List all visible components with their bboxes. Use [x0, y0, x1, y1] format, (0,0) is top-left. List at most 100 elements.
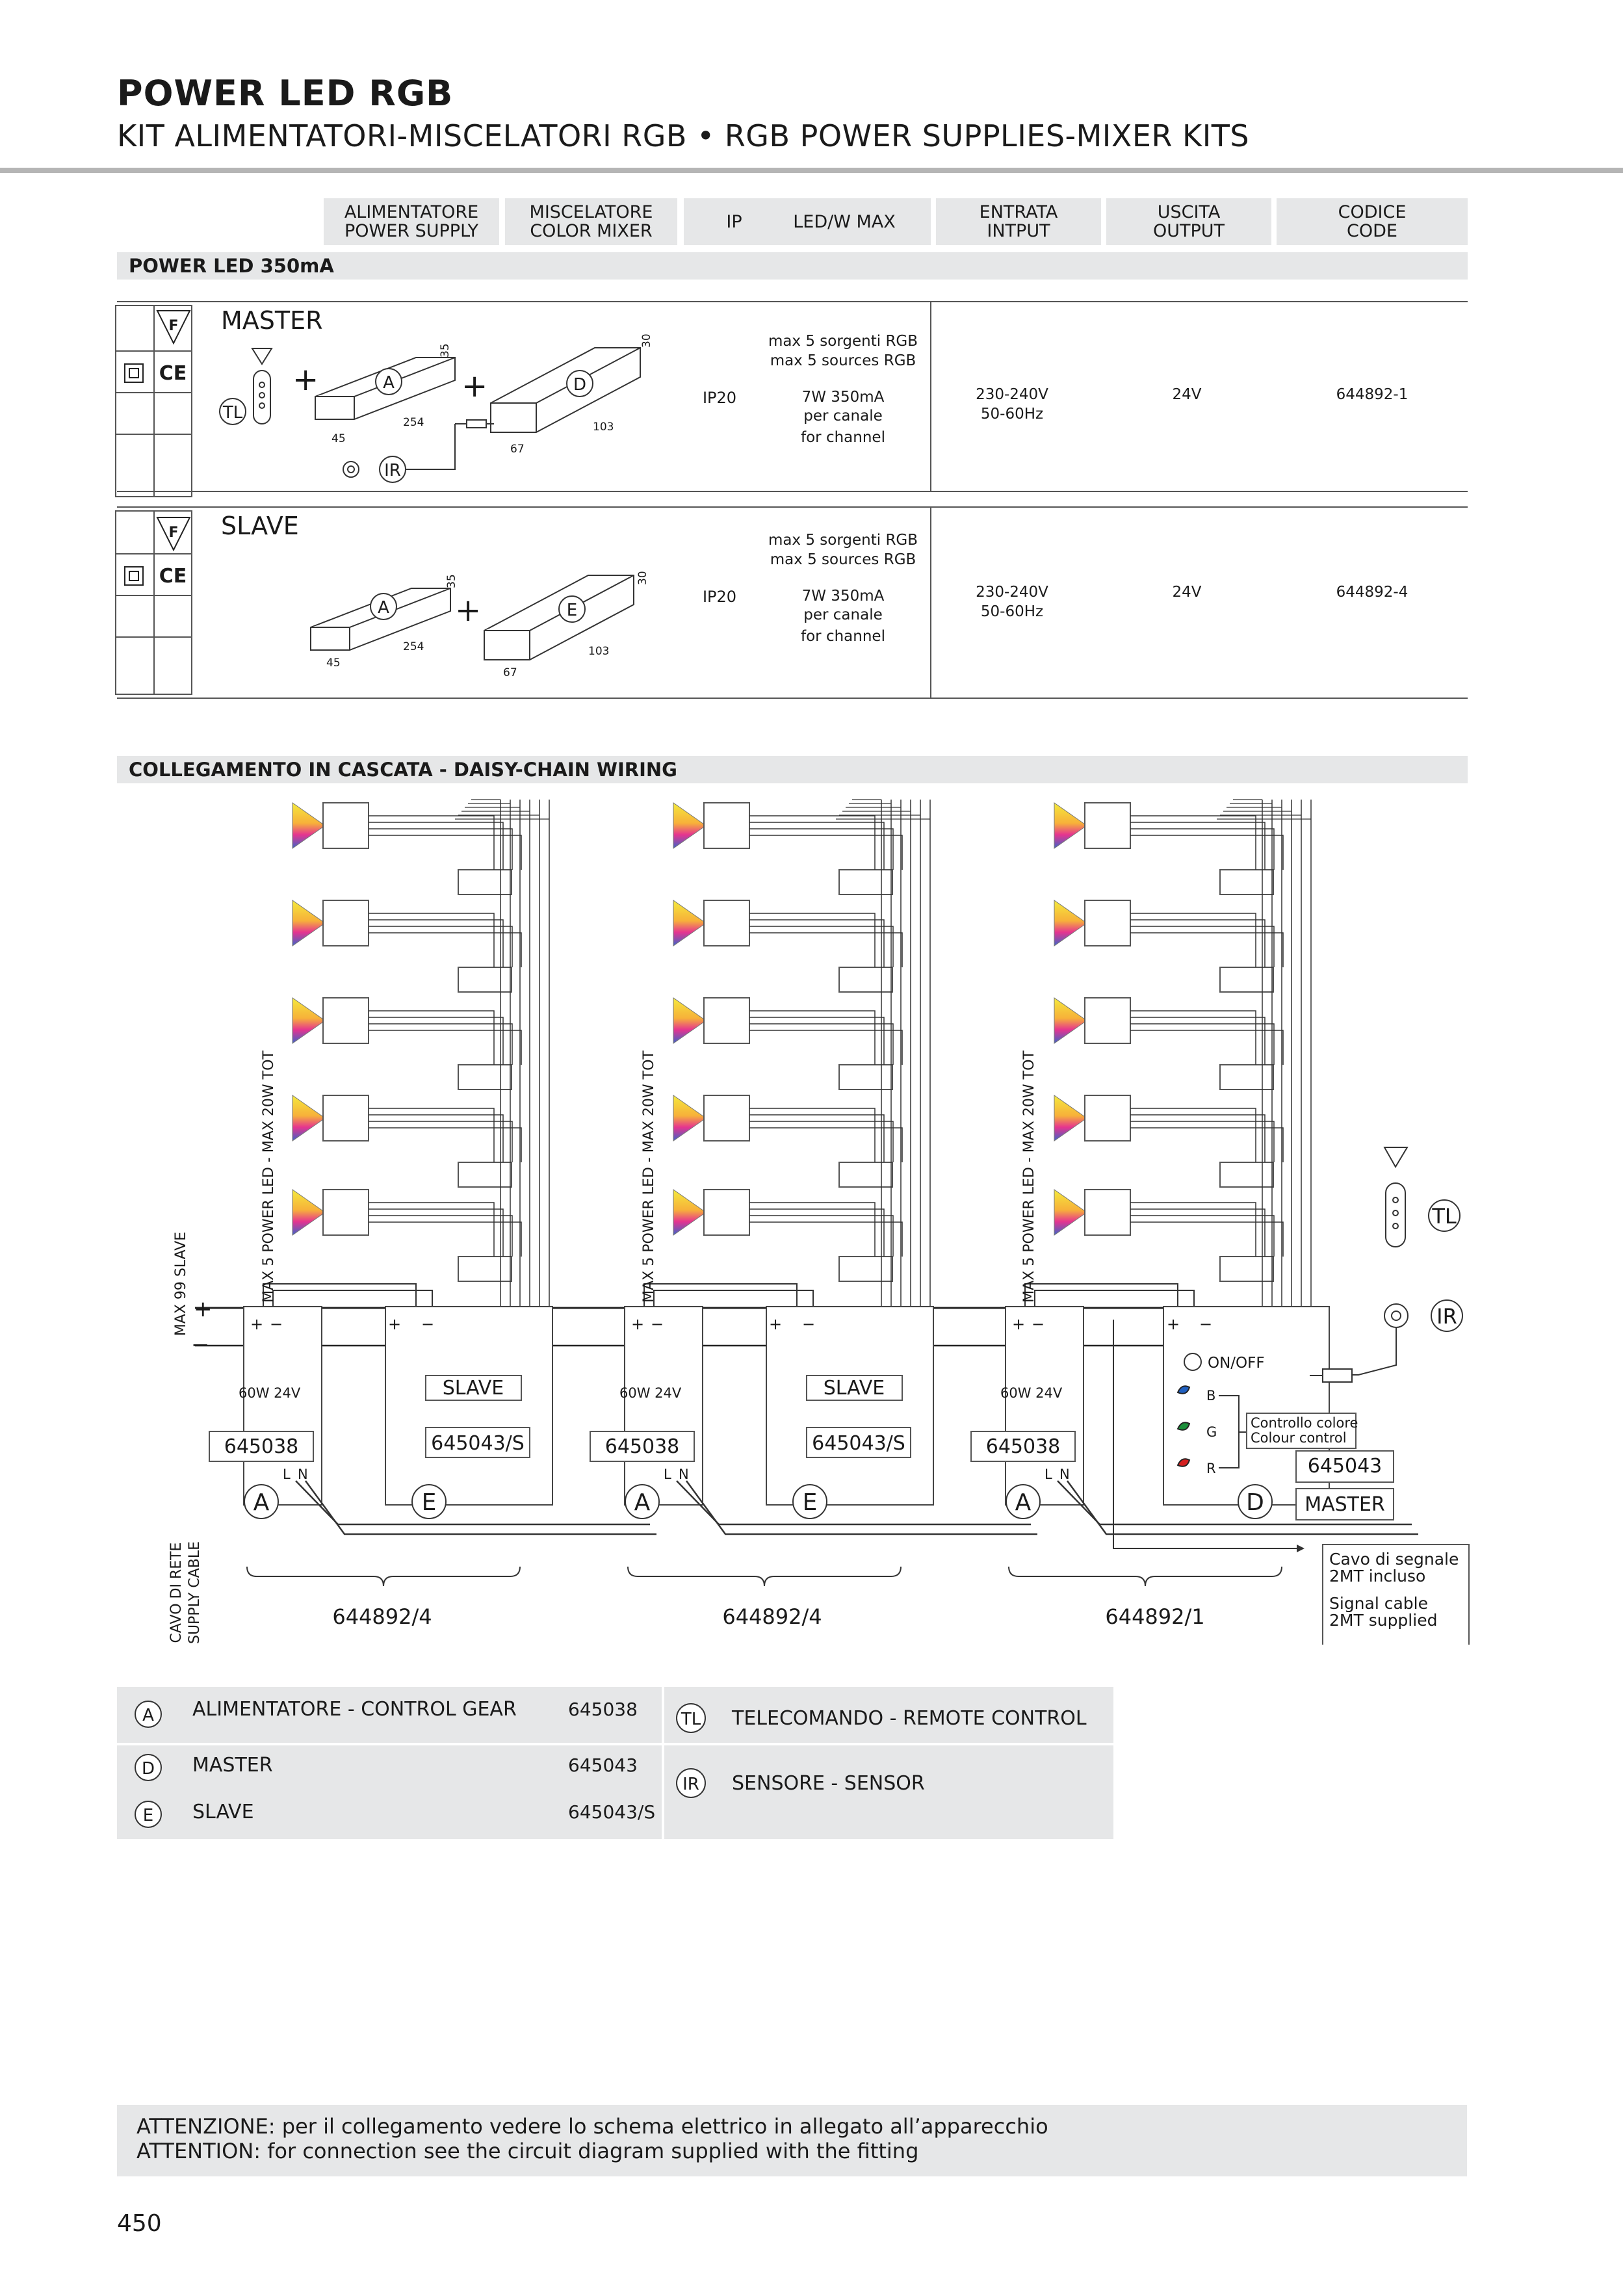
svg-text:ON/OFF: ON/OFF — [1208, 1355, 1265, 1372]
colour-control-label: Controllo colore — [1251, 1415, 1358, 1431]
junction-box — [458, 967, 512, 993]
mixer-minus: − — [802, 1315, 815, 1333]
power-supply-box — [1005, 1306, 1084, 1506]
junction-box — [1219, 869, 1274, 895]
svg-text:TL: TL — [222, 403, 243, 423]
led-wire — [1130, 1114, 1266, 1162]
led-wire — [369, 1010, 495, 1065]
psu-L: L — [1045, 1467, 1052, 1482]
svg-text:50-60Hz: 50-60Hz — [981, 603, 1043, 620]
junction-box — [838, 869, 893, 895]
slave-label-box — [806, 1375, 903, 1401]
led-wire — [1130, 919, 1266, 967]
max-led-label: MAX 5 POWER LED - MAX 20W TOT — [641, 1050, 657, 1303]
svg-text:max 5 sorgenti RGB: max 5 sorgenti RGB — [768, 333, 918, 350]
label-e-circle — [411, 1484, 447, 1519]
svg-text:35: 35 — [439, 343, 452, 358]
svg-text:230-240V: 230-240V — [976, 386, 1048, 403]
row-name-slave: SLAVE — [221, 512, 299, 540]
led-connector-box — [703, 1095, 750, 1141]
mixer-minus: − — [421, 1315, 434, 1333]
mixer-minus: − — [1199, 1315, 1212, 1333]
led-wire — [749, 926, 894, 967]
remote-control-icon — [1383, 1147, 1409, 1247]
led-wire — [749, 1208, 885, 1257]
psu-minus: − — [270, 1315, 283, 1333]
page-title: POWER LED RGB — [117, 73, 454, 114]
psu-plus: + — [250, 1315, 263, 1333]
double-insulation-icon — [124, 363, 144, 586]
led-wire — [369, 828, 513, 870]
svg-text:max 5 sorgenti RGB: max 5 sorgenti RGB — [768, 532, 918, 549]
label-e: E — [803, 1489, 818, 1516]
svg-text:TL: TL — [1431, 1204, 1457, 1229]
psu-N: N — [679, 1467, 689, 1482]
plus-sign: + — [292, 361, 318, 398]
slave-mixer-box — [766, 1306, 934, 1506]
svg-text:A: A — [142, 1706, 154, 1725]
led-wire — [1130, 1202, 1256, 1257]
svg-text:103: 103 — [593, 421, 614, 434]
led-connector-box — [1084, 1189, 1131, 1236]
svg-text:254: 254 — [403, 416, 424, 429]
legend-item-code: 645038 — [568, 1699, 638, 1720]
mixer-plus: + — [1167, 1315, 1180, 1333]
sensor-icon — [343, 461, 359, 478]
power-supply-box — [624, 1306, 703, 1506]
led-wire — [749, 1121, 894, 1162]
psu-minus: − — [1032, 1315, 1045, 1333]
svg-text:E: E — [567, 601, 577, 620]
led-connector-box — [1084, 900, 1131, 946]
led-wire — [369, 919, 504, 967]
led-wire — [1130, 932, 1284, 967]
label-e-circle — [792, 1484, 827, 1519]
svg-text:50-60Hz: 50-60Hz — [981, 406, 1043, 423]
led-wire — [749, 815, 876, 870]
arrow-icon — [1297, 1545, 1305, 1552]
led-wire — [749, 1215, 894, 1257]
mains-cable — [304, 1480, 656, 1535]
svg-text:2MT supplied: 2MT supplied — [1329, 1611, 1437, 1630]
svg-text:per canale: per canale — [803, 607, 882, 623]
max-slave-label: MAX 99 SLAVE — [173, 1232, 189, 1336]
f-class-icon: F F — [156, 310, 191, 552]
rgb-led-icon — [673, 1189, 707, 1236]
rgb-led-icon — [673, 802, 707, 849]
sensor-cable — [406, 419, 494, 470]
label-a-circle — [244, 1484, 279, 1519]
slave-label-box — [425, 1375, 522, 1401]
led-wire — [749, 1017, 885, 1065]
led-wire — [749, 913, 876, 967]
label-a: A — [1015, 1489, 1032, 1516]
led-wire — [369, 913, 495, 967]
led-connector-box — [1084, 802, 1131, 849]
svg-text:254: 254 — [403, 640, 424, 653]
legend-item-label: SLAVE — [192, 1801, 254, 1823]
svg-text:67: 67 — [503, 666, 517, 679]
svg-text:Colour control: Colour control — [1251, 1430, 1347, 1446]
rgb-led-icon — [1054, 997, 1087, 1044]
led-wire — [1130, 1221, 1284, 1257]
svg-text:A: A — [383, 373, 395, 393]
mixer-plus: + — [769, 1315, 782, 1333]
led-wire — [369, 926, 513, 967]
svg-text:IR: IR — [682, 1775, 699, 1794]
signal-cable-label: Cavo di segnale — [1329, 1550, 1459, 1569]
power-supply-box — [243, 1306, 322, 1506]
led-connector-box — [322, 802, 369, 849]
psu-wire — [1034, 1290, 1195, 1307]
psu-minus: − — [651, 1315, 664, 1333]
junction-box — [458, 1064, 512, 1090]
led-connector-box — [322, 1189, 369, 1236]
supply-cable-label: CAVO DI RETE — [168, 1543, 185, 1643]
led-wire — [1130, 913, 1256, 967]
legend-graphics: A D E TL IR ALIMENTATORE - CONTROL GEAR … — [117, 1687, 1113, 1839]
led-connector-box — [322, 900, 369, 946]
led-wire — [369, 835, 522, 870]
svg-text:7W 350mA: 7W 350mA — [802, 389, 885, 406]
psu-rating: 60W 24V — [239, 1385, 301, 1401]
slave-label: SLAVE — [824, 1377, 885, 1400]
led-wire — [369, 1127, 522, 1162]
